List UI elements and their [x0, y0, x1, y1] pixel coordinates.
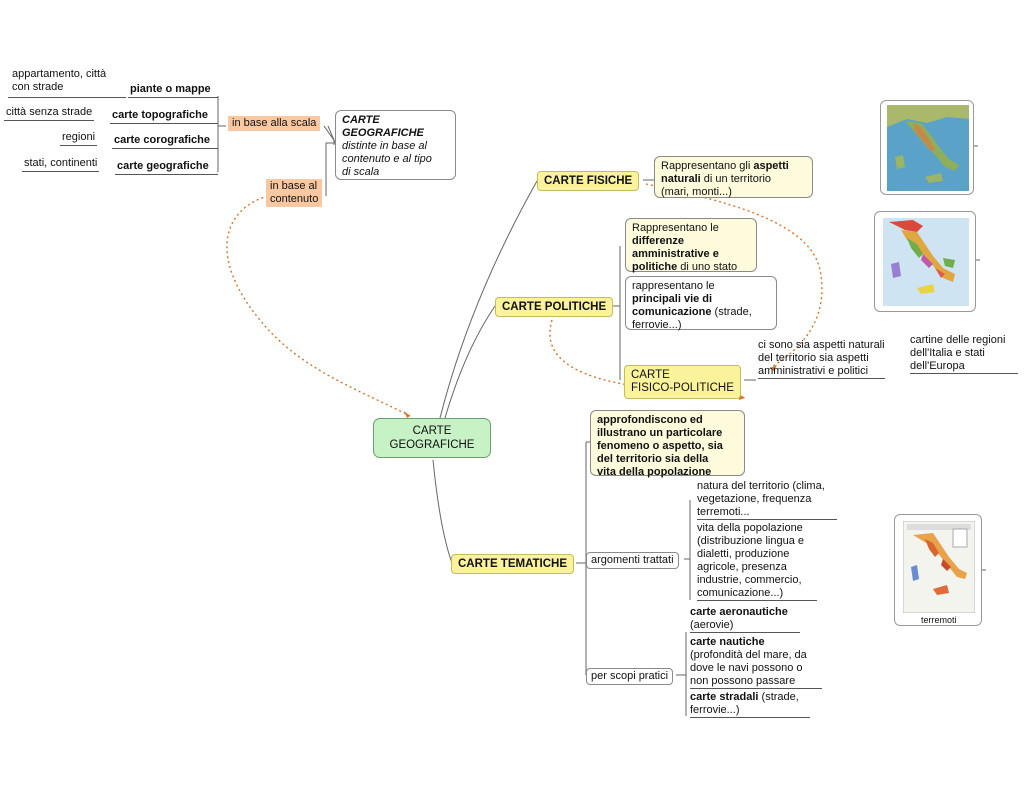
definition-title: CARTE GEOGRAFICHE	[342, 114, 424, 139]
corografiche-side-text: regioni	[60, 131, 98, 146]
piante-label: piante o mappe	[128, 83, 218, 98]
pol-d2-line4: ferrovie...)	[632, 319, 682, 331]
pol-d2-line1: rappresentano le	[632, 280, 715, 292]
s1-bold: carte aeronautiche	[690, 606, 788, 618]
thematic-map-frame[interactable]: terremoti	[894, 514, 982, 626]
politiche-description-2[interactable]: rappresentano le principali vie di comun…	[625, 276, 777, 331]
physical-italy-map-image	[887, 105, 969, 191]
s1-rest: (aerovie)	[690, 619, 734, 631]
pol-d1-line1: Rappresentano le	[632, 222, 719, 234]
political-map-frame[interactable]	[874, 211, 976, 312]
s3-line2: ferrovie...)	[690, 704, 740, 716]
scopo-nautiche: carte nautiche (profondità del mare, da …	[690, 636, 822, 689]
in-base-scala-label: in base alla scala	[228, 116, 321, 131]
fisiche-desc-b2: naturali	[661, 173, 701, 185]
fisiche-desc-pre: Rappresentano gli	[661, 160, 754, 172]
pol-d2-b1: principali vie di	[632, 293, 713, 305]
topografiche-side-text: città senza strade	[4, 106, 95, 121]
piante-side-underline	[8, 83, 126, 98]
fisico-politiche-description: ci sono sia aspetti naturali del territo…	[758, 339, 885, 379]
definition-subtitle: distinte in base al contenuto e al tipo …	[342, 140, 432, 178]
pol-d2-post: (strade,	[711, 306, 752, 318]
political-italy-map-image	[883, 218, 969, 306]
carte-fisico-politiche-topic[interactable]: CARTE FISICO-POLITICHE	[624, 365, 741, 399]
scopo-stradali: carte stradali (strade, ferrovie...)	[690, 691, 810, 718]
pol-d1-post: di uno stato	[677, 261, 738, 273]
fisiche-desc-b1: aspetti	[753, 160, 789, 172]
thematic-map-caption: terremoti	[921, 615, 957, 625]
pol-d2-b2: comunicazione	[632, 306, 712, 318]
politiche-description-1[interactable]: Rappresentano le differenze amministrati…	[625, 218, 757, 273]
s2-bold: carte nautiche	[690, 636, 765, 648]
earthquake-italy-map-image	[903, 521, 975, 613]
carte-tematiche-topic[interactable]: CARTE TEMATICHE	[451, 554, 575, 574]
piante-side-text: appartamento, città con strade	[12, 68, 107, 93]
carte-geografiche-definition-box[interactable]: CARTE GEOGRAFICHE distinte in base al co…	[335, 110, 456, 180]
argomento-natura: natura del territorio (clima, vegetazion…	[697, 480, 837, 520]
central-topic[interactable]: CARTE GEOGRAFICHE	[373, 418, 491, 458]
fisico-politiche-note: cartine delle regioni dell'Italia e stat…	[910, 334, 1018, 374]
s2-rest: (profondità del mare, da dove le navi po…	[690, 649, 807, 687]
pol-d1-b2: amministrative e	[632, 248, 719, 260]
scopi-pratici-node[interactable]: per scopi pratici	[586, 668, 674, 685]
topografiche-label: carte topografiche	[110, 109, 218, 124]
pol-d1-b1: differenze	[632, 235, 684, 247]
argomento-popolazione: vita della popolazione (distribuzione li…	[697, 522, 817, 601]
s3-rest: (strade,	[758, 691, 799, 703]
tematiche-description[interactable]: approfondiscono ed illustrano un partico…	[590, 410, 745, 478]
s3-bold: carte stradali	[690, 691, 759, 703]
carte-fisiche-topic[interactable]: CARTE FISICHE	[537, 171, 640, 191]
physical-map-frame[interactable]	[880, 100, 974, 195]
fisiche-desc-post: di un territorio	[700, 173, 772, 185]
corografiche-label: carte corografiche	[112, 134, 218, 149]
fisiche-description[interactable]: Rappresentano gli aspetti naturali di un…	[654, 156, 813, 198]
in-base-contenuto-label: in base al contenuto	[266, 179, 323, 207]
fisiche-desc-line3: (mari, monti...)	[661, 186, 732, 198]
carte-politiche-topic[interactable]: CARTE POLITICHE	[495, 297, 614, 317]
scopo-aeronautiche: carte aeronautiche (aerovie)	[690, 606, 800, 633]
geografiche-side-text: stati, continenti	[22, 157, 100, 172]
geografiche-label: carte geografiche	[115, 160, 218, 175]
argomenti-trattati-node[interactable]: argomenti trattati	[586, 552, 679, 569]
pol-d1-b3: politiche	[632, 261, 678, 273]
